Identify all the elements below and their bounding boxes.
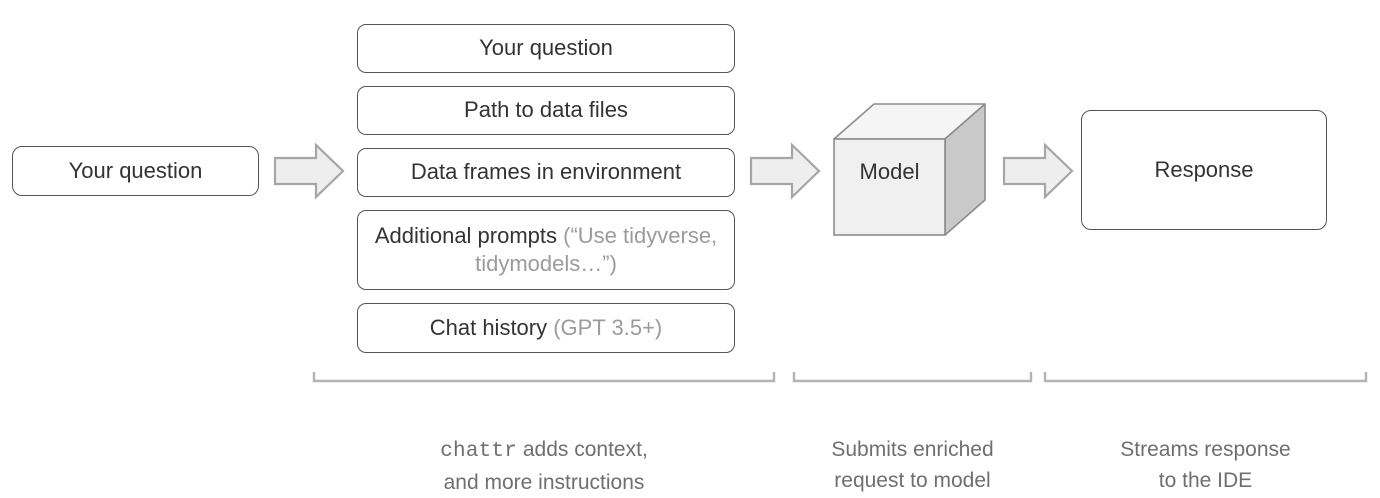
context-item-label: Path to data files: [464, 97, 628, 123]
context-item-note: (“Use tidyverse, tidymodels…”): [475, 222, 718, 276]
context-item-label: Additional prompts (“Use tidyverse, tidy…: [374, 222, 718, 276]
input-question-label: Your question: [68, 157, 203, 183]
bracket-stream: [1043, 372, 1368, 383]
context-item-note: (GPT 3.5+): [553, 314, 663, 340]
context-item-data-frames: Data frames in environment: [357, 148, 735, 197]
arrow-model-to-response-icon: [1002, 142, 1074, 200]
arrow-context-to-model-icon: [749, 142, 821, 200]
context-item-chat-history: Chat history (GPT 3.5+): [357, 303, 735, 353]
context-item-path-to-data-files: Path to data files: [357, 86, 735, 135]
caption-text: adds context, and more instructions: [443, 438, 648, 494]
caption-stream: Streams response to the IDE: [1042, 405, 1369, 496]
bracket-context: [312, 372, 776, 383]
caption-mono-prefix: chattr: [440, 440, 518, 464]
caption-context: chattr adds context, and more instructio…: [311, 405, 777, 498]
input-question-box: Your question: [12, 146, 259, 196]
response-label: Response: [1154, 156, 1254, 182]
caption-text: Streams response to the IDE: [1120, 438, 1291, 492]
caption-text: Submits enriched request to model: [831, 438, 994, 492]
caption-submit: Submits enriched request to model: [791, 405, 1034, 496]
bracket-submit: [792, 372, 1033, 383]
response-box: Response: [1081, 110, 1327, 230]
context-item-additional-prompts: Additional prompts (“Use tidyverse, tidy…: [357, 210, 735, 290]
context-item-label: Chat history (GPT 3.5+): [429, 314, 663, 340]
context-item-label: Data frames in environment: [410, 159, 682, 185]
arrow-question-to-context-icon: [273, 142, 345, 200]
context-item-label: Your question: [479, 35, 613, 61]
model-cube-icon: [833, 103, 986, 236]
model-label: Model: [859, 159, 920, 184]
context-item-your-question: Your question: [357, 24, 735, 73]
